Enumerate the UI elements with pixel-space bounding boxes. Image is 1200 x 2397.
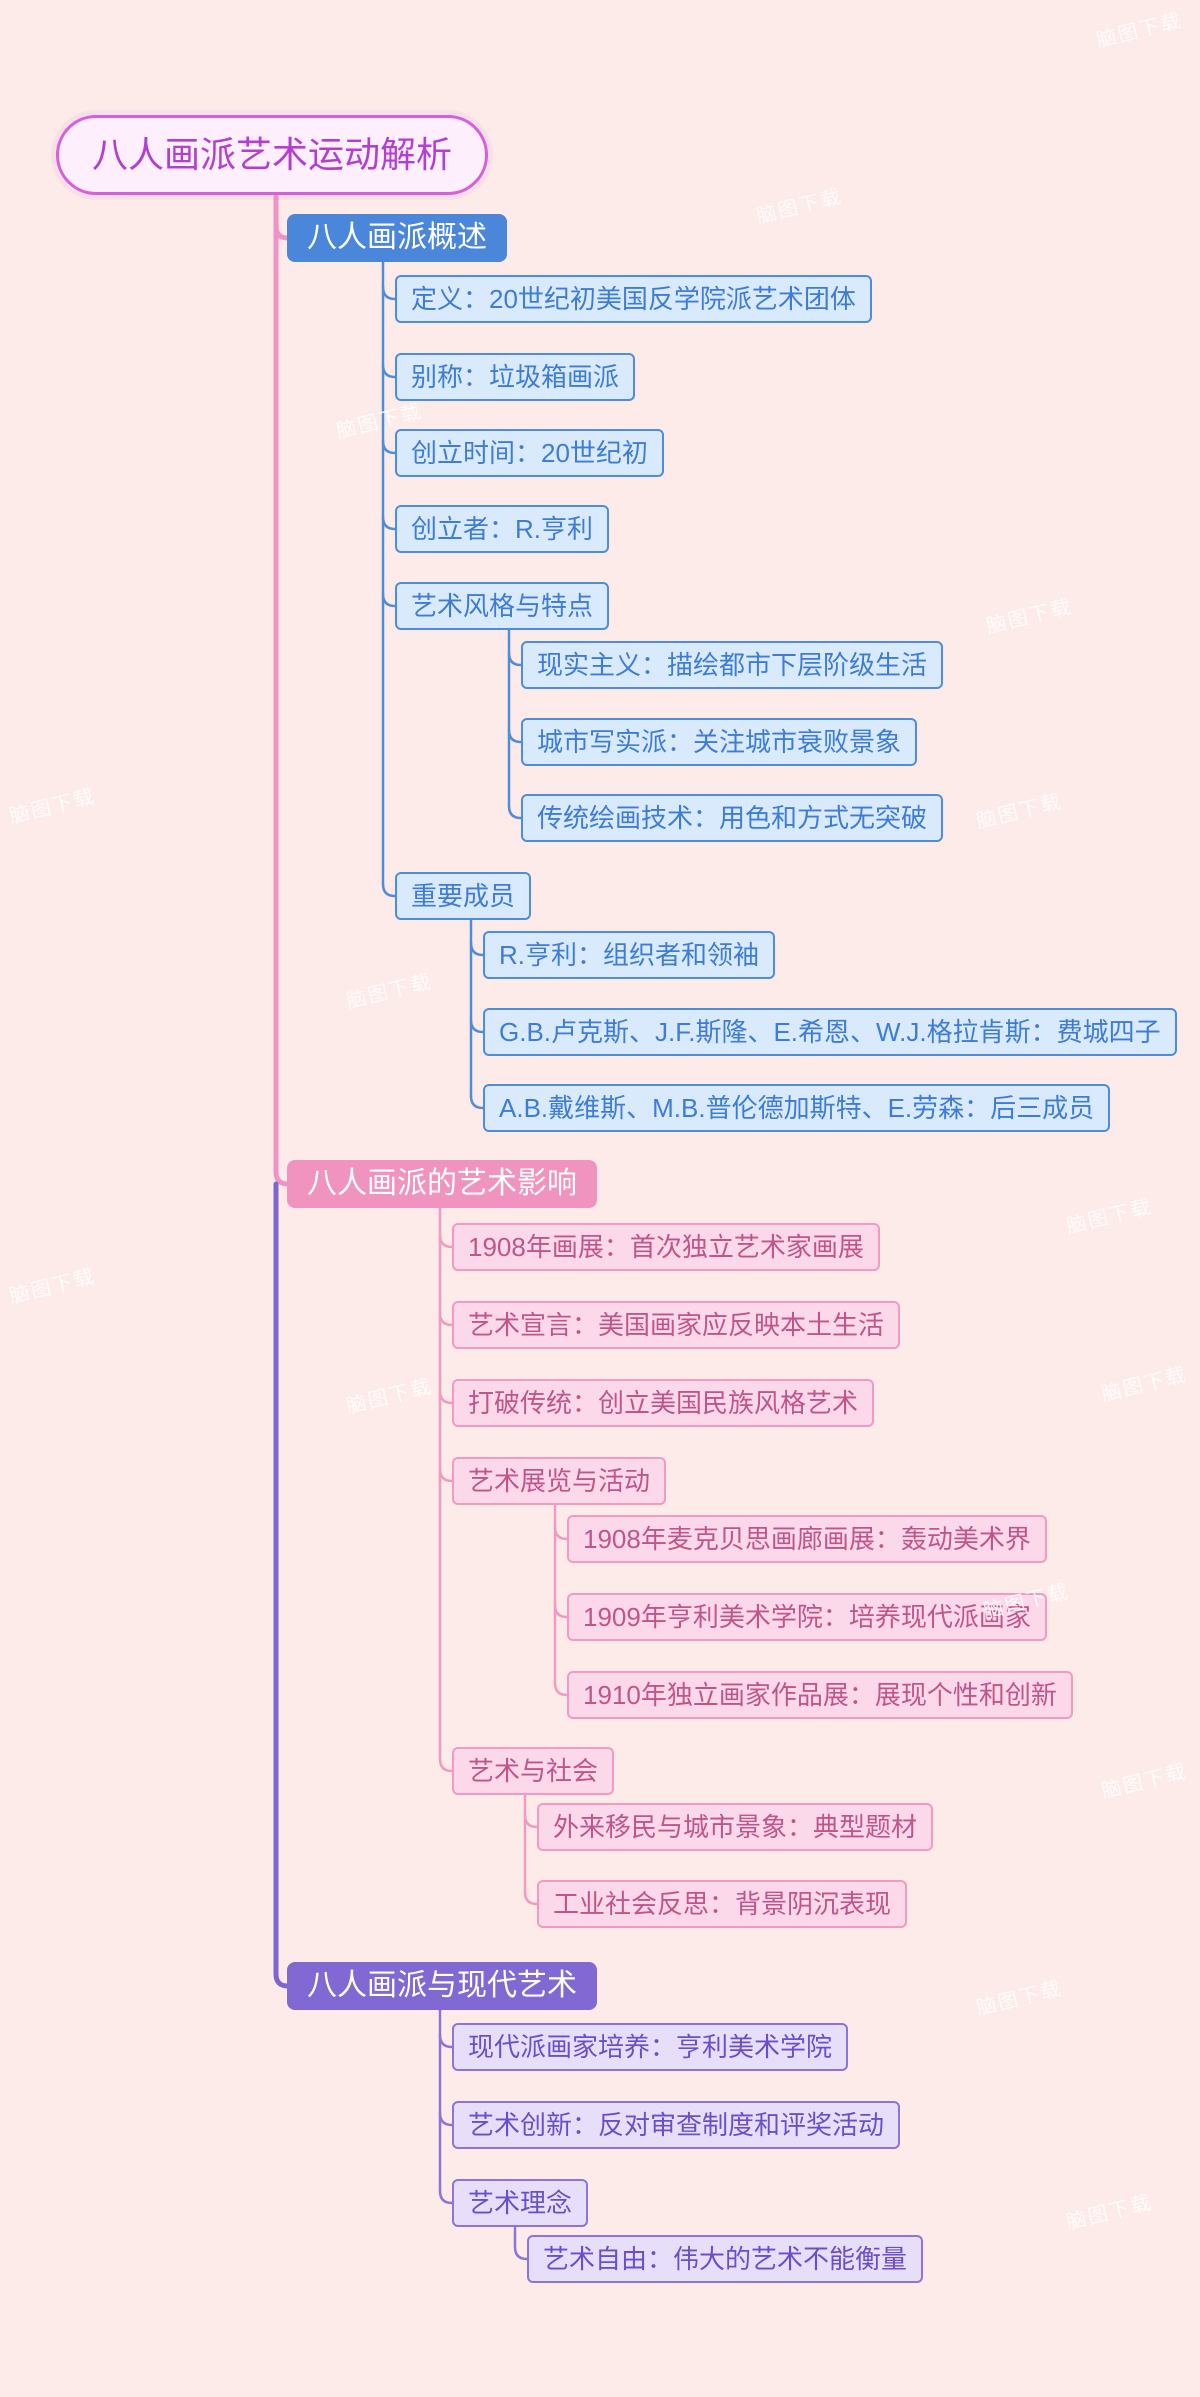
mindmap-node[interactable]: 1908年画展：首次独立艺术家画展 <box>452 1223 880 1271</box>
branch-influence[interactable]: 八人画派的艺术影响 <box>287 1160 597 1208</box>
mindmap-node[interactable]: 重要成员 <box>395 872 532 920</box>
mindmap-node[interactable]: G.B.卢克斯、J.F.斯隆、E.希恩、W.J.格拉肯斯：费城四子 <box>483 1008 1177 1056</box>
mindmap-node[interactable]: A.B.戴维斯、M.B.普伦德加斯特、E.劳森：后三成员 <box>483 1084 1111 1132</box>
branch-overview[interactable]: 八人画派概述 <box>287 214 507 262</box>
root-node[interactable]: 八人画派艺术运动解析 <box>56 115 489 195</box>
mindmap-node[interactable]: 工业社会反思：背景阴沉表现 <box>537 1880 908 1928</box>
mindmap-node[interactable]: 艺术风格与特点 <box>395 582 610 630</box>
mindmap-node[interactable]: 创立者：R.亨利 <box>395 505 610 553</box>
mindmap-node[interactable]: 别称：垃圾箱画派 <box>395 353 636 401</box>
mindmap-node[interactable]: 艺术创新：反对审查制度和评奖活动 <box>452 2101 901 2149</box>
mindmap-node[interactable]: 城市写实派：关注城市衰败景象 <box>521 718 918 766</box>
mindmap-node[interactable]: 外来移民与城市景象：典型题材 <box>537 1803 934 1851</box>
mindmap-node[interactable]: 1909年亨利美术学院：培养现代派画家 <box>567 1593 1047 1641</box>
mindmap-node[interactable]: 现实主义：描绘都市下层阶级生活 <box>521 641 944 689</box>
mindmap-node[interactable]: 艺术展览与活动 <box>452 1457 667 1505</box>
mindmap-node[interactable]: 打破传统：创立美国民族风格艺术 <box>452 1379 875 1427</box>
mindmap-node[interactable]: 定义：20世纪初美国反学院派艺术团体 <box>395 275 872 323</box>
mindmap-node[interactable]: R.亨利：组织者和领袖 <box>483 931 776 979</box>
mindmap-node[interactable]: 传统绘画技术：用色和方式无突破 <box>521 794 944 842</box>
mindmap-node[interactable]: 1910年独立画家作品展：展现个性和创新 <box>567 1671 1073 1719</box>
mindmap-node[interactable]: 现代派画家培养：亨利美术学院 <box>452 2023 849 2071</box>
mindmap-node[interactable]: 创立时间：20世纪初 <box>395 429 664 477</box>
mindmap-node[interactable]: 艺术理念 <box>452 2179 589 2227</box>
mindmap-node[interactable]: 艺术与社会 <box>452 1747 615 1795</box>
mindmap-node[interactable]: 艺术宣言：美国画家应反映本土生活 <box>452 1301 901 1349</box>
branch-modern-art[interactable]: 八人画派与现代艺术 <box>287 1962 597 2010</box>
mindmap-node[interactable]: 艺术自由：伟大的艺术不能衡量 <box>527 2235 924 2283</box>
mindmap-node[interactable]: 1908年麦克贝思画廊画展：轰动美术界 <box>567 1515 1047 1563</box>
